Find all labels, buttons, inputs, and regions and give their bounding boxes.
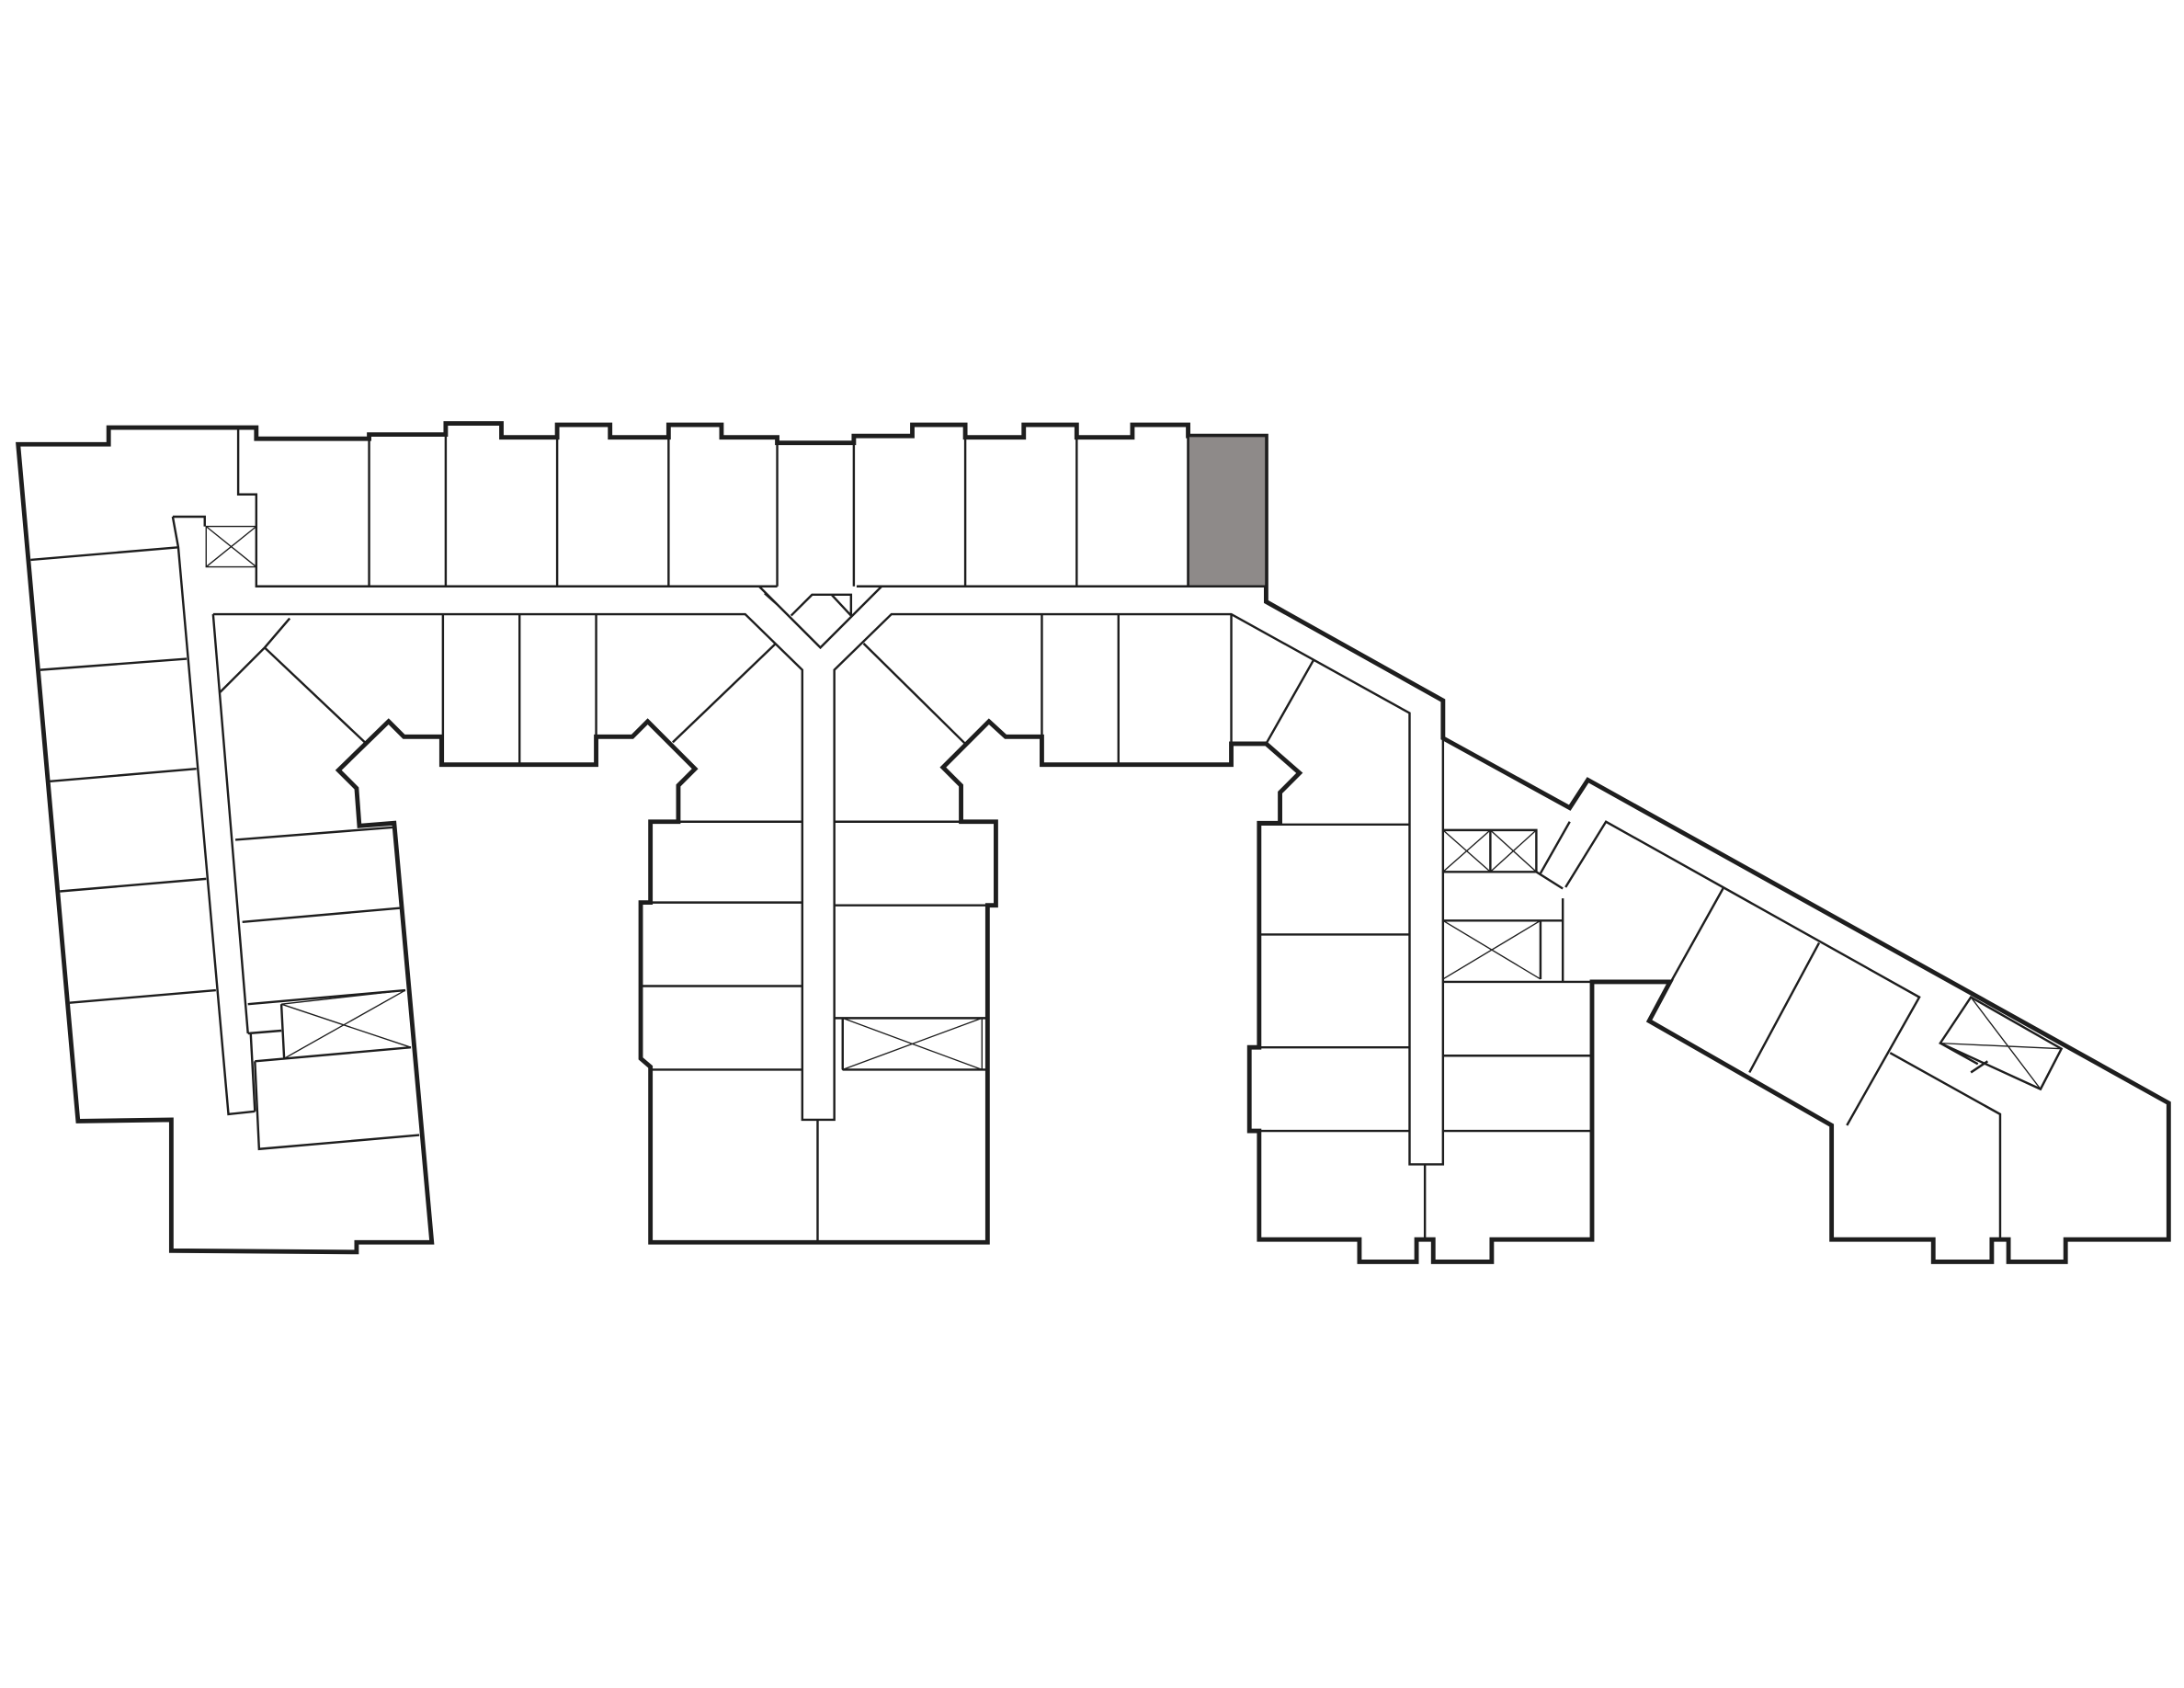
highlighted-unit[interactable] [1187,434,1268,587]
building-outline [16,421,2171,1264]
elevator-shafts [205,525,2062,1090]
